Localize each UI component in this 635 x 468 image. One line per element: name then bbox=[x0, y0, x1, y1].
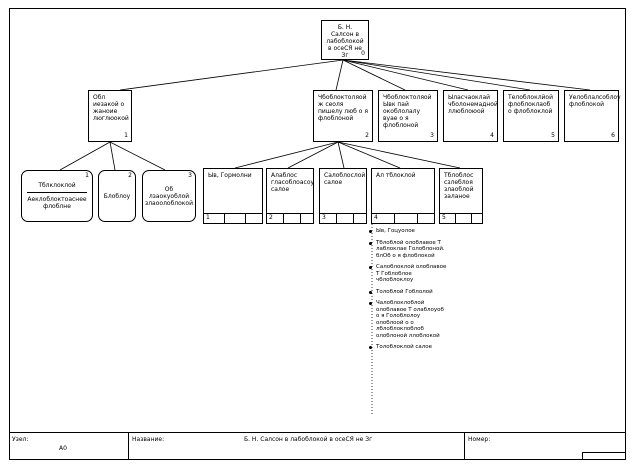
node-2-4-label: Ал тблоклой bbox=[376, 172, 416, 179]
node-4-number: 4 bbox=[490, 132, 494, 139]
activity-item: Салоблоклой олоблавое Т Гоблоблое чблобл… bbox=[368, 264, 448, 284]
node-2-2[interactable]: Алаблос гласоблоасоу салое 2 bbox=[266, 168, 314, 224]
node-1-3-number: 3 bbox=[188, 172, 192, 179]
node-1-3[interactable]: Об лзаокуоблой злаоолоблокой 3 bbox=[142, 170, 196, 222]
node-6-label: Уелоблалсоблоу флоблокой bbox=[569, 94, 621, 108]
node-1-1[interactable]: Тблклоклой Аеклоблоктоаснее флоблне 1 bbox=[21, 170, 93, 222]
node-2-4-strip-cell bbox=[395, 214, 418, 223]
node-1-1-label-top: Тблклоклой bbox=[38, 182, 76, 189]
node-1-3-label: Об лзаокуоблой злаоолоблокой bbox=[145, 185, 193, 207]
node-2-1[interactable]: Ыв, Гормолни 1 bbox=[203, 168, 263, 224]
node-2-3-strip-cell bbox=[337, 214, 354, 223]
footer-node-cell: Узел: А0 bbox=[9, 433, 129, 460]
node-3-number: 3 bbox=[430, 132, 434, 139]
node-2-5-strip-cell bbox=[472, 214, 482, 223]
node-2-2-strip-cell bbox=[301, 214, 313, 223]
node-2-5-label: Тблоблос сзлеблоя злаоблой заланое bbox=[444, 172, 474, 200]
node-3[interactable]: Чбоблоктоляой Ывк пай окоблолалу вуае о … bbox=[378, 90, 438, 142]
footer-number-label: Номер: bbox=[468, 436, 491, 443]
node-2-3-strip-cell bbox=[354, 214, 366, 223]
node-6-number: 6 bbox=[611, 132, 615, 139]
diagram-frame bbox=[9, 8, 626, 460]
node-2-5[interactable]: Тблоблос сзлеблоя злаоблой заланое 5 bbox=[439, 168, 483, 224]
node-2-1-strip-cell bbox=[246, 214, 262, 223]
node-2-label: Чбоблоктоляой ж сеоля пишелу люб о я фло… bbox=[318, 94, 368, 122]
node-2-4-strip-cell bbox=[418, 214, 434, 223]
node-2-3[interactable]: Салоблослой салое 3 bbox=[319, 168, 367, 224]
root-node-label: Б. Н. Салсон в лабоблокой в осеСЯ не Зг bbox=[326, 24, 364, 59]
root-node[interactable]: Б. Н. Салсон в лабоблокой в осеСЯ не Зг … bbox=[321, 20, 369, 60]
footer-page-box bbox=[582, 452, 626, 460]
node-2-4-strip: 4 bbox=[372, 213, 434, 223]
node-2-4-number: 4 bbox=[372, 214, 395, 223]
node-2-2-label: Алаблос гласоблоасоу салое bbox=[271, 172, 315, 193]
node-2-5-strip-cell bbox=[456, 214, 472, 223]
root-node-number: 0 bbox=[361, 50, 365, 57]
activity-item: Тблоблой олоблавое Т лаблоклае Голоблоно… bbox=[368, 240, 448, 260]
node-2-1-strip: 1 bbox=[204, 213, 262, 223]
node-2-5-strip: 5 bbox=[440, 213, 482, 223]
node-2-1-strip-cell bbox=[225, 214, 246, 223]
node-2-3-number: 3 bbox=[320, 214, 337, 223]
node-1-label: Обл иезакой о жаноие люглюокой bbox=[93, 94, 129, 122]
activity-item: Толоблой Гоблолой bbox=[368, 289, 448, 296]
node-2[interactable]: Чбоблоктоляой ж сеоля пишелу люб о я фло… bbox=[313, 90, 373, 142]
node-2-2-strip: 2 bbox=[267, 213, 313, 223]
footer-name-cell: Название: Б. Н. Салсон в лабоблокой в ос… bbox=[129, 433, 465, 460]
node-2-number: 2 bbox=[365, 132, 369, 139]
node-2-3-label: Салоблослой салое bbox=[324, 172, 366, 186]
node-4[interactable]: Ыласчаоклай чболонемадной ллюблоюой 4 bbox=[443, 90, 498, 142]
node-1-2-label: Блоблоу bbox=[103, 192, 131, 200]
node-2-2-number: 2 bbox=[267, 214, 284, 223]
footer-name-label: Название: bbox=[132, 436, 165, 443]
node-2-5-number: 5 bbox=[440, 214, 456, 223]
node-1-1-label-bottom: Аеклоблоктоаснее флоблне bbox=[27, 196, 87, 210]
activity-item: Чалоблоклоблой олоблавое Т олаблоуоб о я… bbox=[368, 300, 448, 339]
node-1-1-number: 1 bbox=[85, 172, 89, 179]
node-4-label: Ыласчаоклай чболонемадной ллюблоюой bbox=[448, 94, 498, 115]
node-5-number: 5 bbox=[551, 132, 555, 139]
node-6[interactable]: Уелоблалсоблоу флоблокой 6 bbox=[564, 90, 621, 142]
footer-name-value: Б. Н. Салсон в лабоблокой в осеСЯ не Зг bbox=[244, 436, 373, 443]
activity-list: Ыв, Гоцуолое Тблоблой олоблавое Т лаблок… bbox=[368, 228, 448, 356]
node-1-2[interactable]: Блоблоу 2 bbox=[98, 170, 136, 222]
node-2-1-label: Ыв, Гормолни bbox=[208, 172, 252, 179]
node-5-label: Телоблоклйой флоблоклаоб о флоблоклой bbox=[508, 94, 553, 115]
node-2-3-strip: 3 bbox=[320, 213, 366, 223]
footer-number-cell: Номер: bbox=[465, 433, 626, 460]
node-3-label: Чбоблоктоляой Ывк пай окоблолалу вуае о … bbox=[383, 94, 432, 129]
node-2-4[interactable]: Ал тблоклой 4 bbox=[371, 168, 435, 224]
footer-node-value: А0 bbox=[59, 445, 67, 452]
footer-node-label: Узел: bbox=[12, 436, 29, 443]
node-1-1-divider bbox=[27, 192, 87, 193]
activity-item: Ыв, Гоцуолое bbox=[368, 228, 448, 235]
node-1-2-number: 2 bbox=[128, 172, 132, 179]
footer-title-block: Узел: А0 Название: Б. Н. Салсон в лабобл… bbox=[9, 432, 626, 460]
node-1[interactable]: Обл иезакой о жаноие люглюокой 1 bbox=[88, 90, 132, 142]
node-2-2-strip-cell bbox=[284, 214, 301, 223]
node-1-number: 1 bbox=[124, 132, 128, 139]
node-2-1-number: 1 bbox=[204, 214, 225, 223]
node-5[interactable]: Телоблоклйой флоблоклаоб о флоблоклой 5 bbox=[503, 90, 559, 142]
activity-item: Толоблоклой салое bbox=[368, 344, 448, 351]
